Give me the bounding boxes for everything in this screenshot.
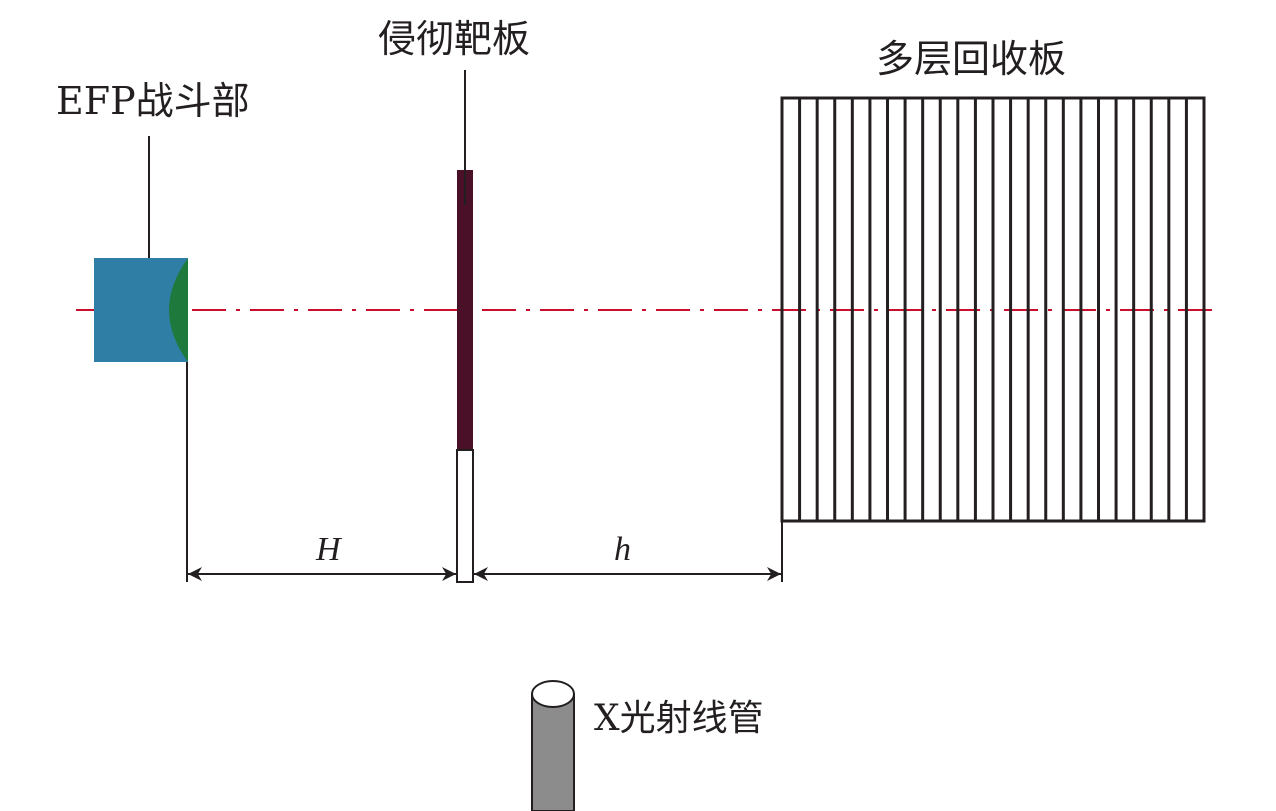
- recovery-plates-label: 多层回收板: [876, 37, 1066, 81]
- recovery-plate-stack: [780, 96, 1206, 523]
- warhead-label: EFP战斗部: [56, 79, 250, 123]
- xray-tube-body: [531, 693, 575, 811]
- efp-warhead: [94, 258, 188, 362]
- xray-tube-icon: [531, 680, 575, 811]
- warhead-liner: [169, 258, 188, 362]
- xray-tube-top: [531, 680, 575, 708]
- target-plate-label: 侵彻靶板: [378, 17, 530, 61]
- target-plate-stand: [456, 449, 474, 583]
- target-plate: [457, 170, 473, 450]
- gap-label: h: [614, 531, 631, 568]
- standoff-label: H: [315, 531, 343, 568]
- xray-tube-label: X光射线管: [594, 698, 764, 739]
